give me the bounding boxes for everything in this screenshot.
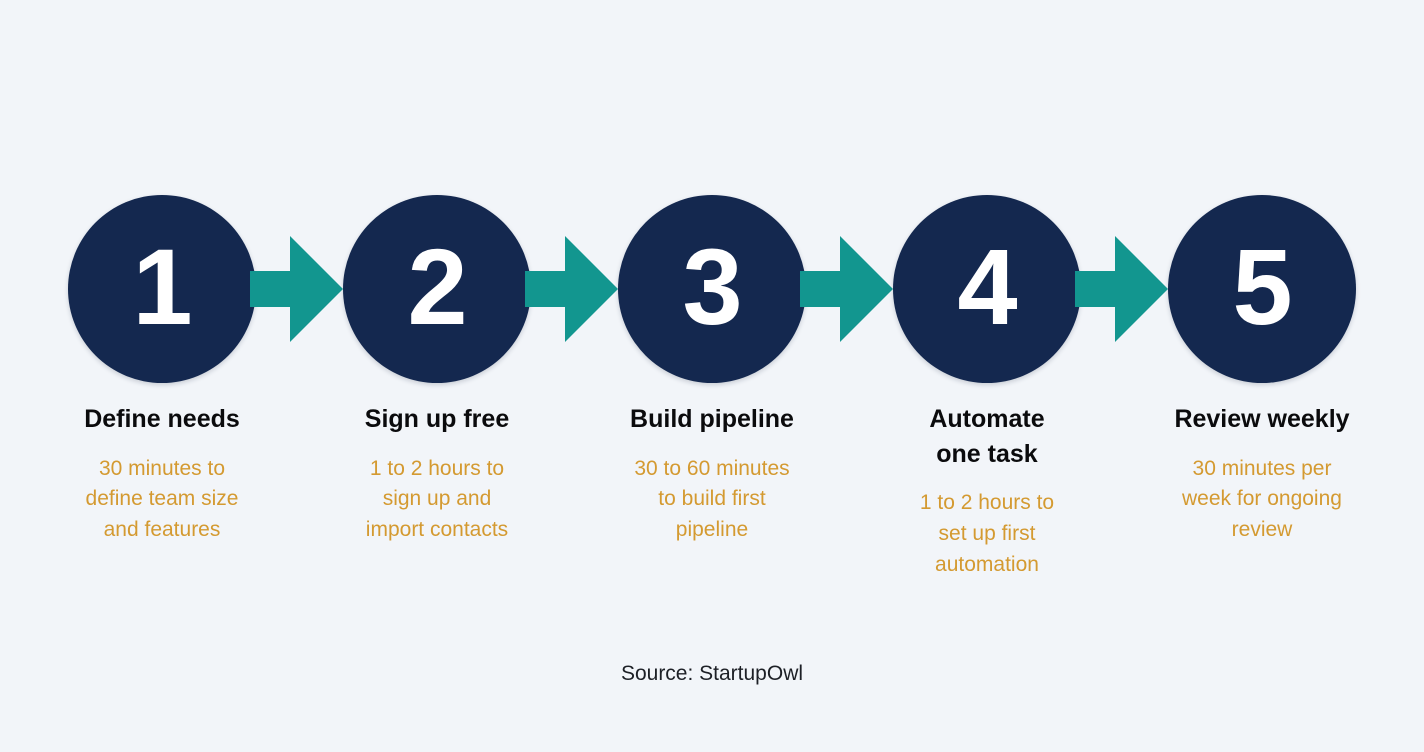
step-3-title: Build pipeline: [630, 405, 794, 433]
step-2-number: 2: [407, 226, 467, 347]
step-4-circle-wrap: 4: [893, 195, 1168, 383]
step-3-circle: 3: [618, 195, 806, 383]
step-1-circle: 1: [68, 195, 256, 383]
step-1-caption: 30 minutes to define team size and featu…: [85, 456, 239, 542]
step-1-number: 1: [132, 226, 192, 347]
step-5-number: 5: [1232, 226, 1292, 347]
step-4-number: 4: [957, 226, 1017, 347]
step-3: 3 Build pipeline 30 to 60 minutes to bui…: [575, 195, 893, 546]
step-5-caption: 30 minutes per week for ongoing review: [1182, 456, 1342, 542]
step-1-circle-wrap: 1: [68, 195, 343, 383]
step-2-circle-wrap: 2: [343, 195, 618, 383]
step-4-caption: 1 to 2 hours to set up first automation: [919, 491, 1055, 576]
step-3-circle-wrap: 3: [618, 195, 893, 383]
step-2-circle: 2: [343, 195, 531, 383]
step-5-circle: 5: [1168, 195, 1356, 383]
step-2-caption: 1 to 2 hours to sign up and import conta…: [365, 456, 509, 542]
steps-row: 1 Define needs 30 minutes to define team…: [0, 195, 1424, 581]
source-attribution: Source: StartupOwl: [620, 662, 804, 685]
step-1: 1 Define needs 30 minutes to define team…: [25, 195, 343, 546]
step-4-title: Automate one task: [929, 405, 1045, 468]
step-1-title: Define needs: [84, 405, 240, 433]
step-2: 2 Sign up free 1 to 2 hours to sign up a…: [300, 195, 618, 546]
step-4: 4 Automate one task 1 to 2 hours to set …: [850, 195, 1168, 581]
step-3-number: 3: [682, 226, 742, 347]
step-5: 5 Review weekly 30 minutes per week for …: [1125, 195, 1400, 546]
step-4-circle: 4: [893, 195, 1081, 383]
step-2-title: Sign up free: [364, 405, 510, 433]
step-5-title: Review weekly: [1174, 405, 1350, 433]
step-5-circle-wrap: 5: [1168, 195, 1356, 383]
step-3-caption: 30 to 60 minutes to build first pipeline: [634, 456, 790, 542]
